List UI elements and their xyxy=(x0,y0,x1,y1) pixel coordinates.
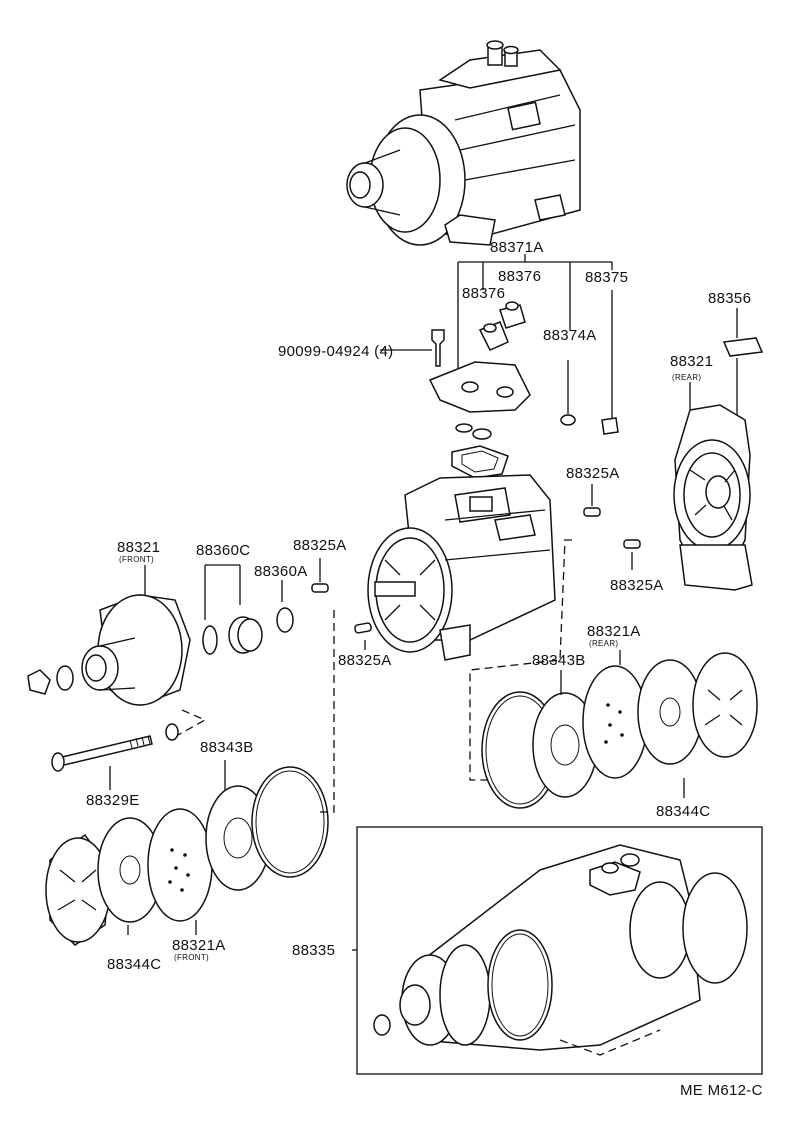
diagram-code: ME M612-C xyxy=(680,1082,763,1099)
compressor-assembly-illustration xyxy=(346,40,581,246)
88335-assembly-box xyxy=(352,826,763,1075)
label-88343B-front: 88343B xyxy=(200,739,254,756)
label-88375: 88375 xyxy=(585,269,628,286)
label-88360A: 88360A xyxy=(254,563,308,580)
label-88321-front-sub: (FRONT) xyxy=(119,555,154,564)
label-88321-rear: 88321 xyxy=(670,353,713,370)
label-88325A-right-top: 88325A xyxy=(566,465,620,482)
label-88321A-front: 88321A xyxy=(172,937,226,954)
label-88344C-rear: 88344C xyxy=(656,803,710,820)
label-88335: 88335 xyxy=(292,942,335,959)
label-88321-front: 88321 xyxy=(117,539,160,556)
front-cylinder-head-illustration xyxy=(27,565,207,741)
label-88321-rear-sub: (REAR) xyxy=(672,373,701,382)
label-88360C: 88360C xyxy=(196,542,250,559)
label-88371A: 88371A xyxy=(490,239,544,256)
label-88343B-rear: 88343B xyxy=(532,652,586,669)
seal-and-rings xyxy=(202,564,294,655)
label-88321A-rear-sub: (REAR) xyxy=(589,639,618,648)
label-88376-lower: 88376 xyxy=(462,285,505,302)
label-90099-04924: 90099-04924 (4) xyxy=(278,343,393,360)
dowel-pins xyxy=(311,484,641,650)
label-88356: 88356 xyxy=(708,290,751,307)
through-bolt-illustration xyxy=(51,735,153,790)
label-88321A-rear: 88321A xyxy=(587,623,641,640)
label-88344C-front: 88344C xyxy=(107,956,161,973)
label-88376-upper: 88376 xyxy=(498,268,541,285)
front-valve-plate-stack xyxy=(45,605,335,946)
label-88325A-center-top: 88325A xyxy=(293,537,347,554)
88371A-bracket-group xyxy=(380,254,619,479)
callout-labels: 88371A 88376 88375 88376 88356 88374A 90… xyxy=(86,239,763,1099)
label-88321A-front-sub: (FRONT) xyxy=(174,953,209,962)
label-88374A: 88374A xyxy=(543,327,597,344)
label-88325A-center-bottom: 88325A xyxy=(338,652,392,669)
front-housing-illustration xyxy=(367,474,556,661)
rear-housing-illustration xyxy=(673,308,764,591)
rear-valve-plate-stack xyxy=(469,539,758,809)
label-88329E: 88329E xyxy=(86,792,140,809)
label-88325A-right-bottom: 88325A xyxy=(610,577,664,594)
